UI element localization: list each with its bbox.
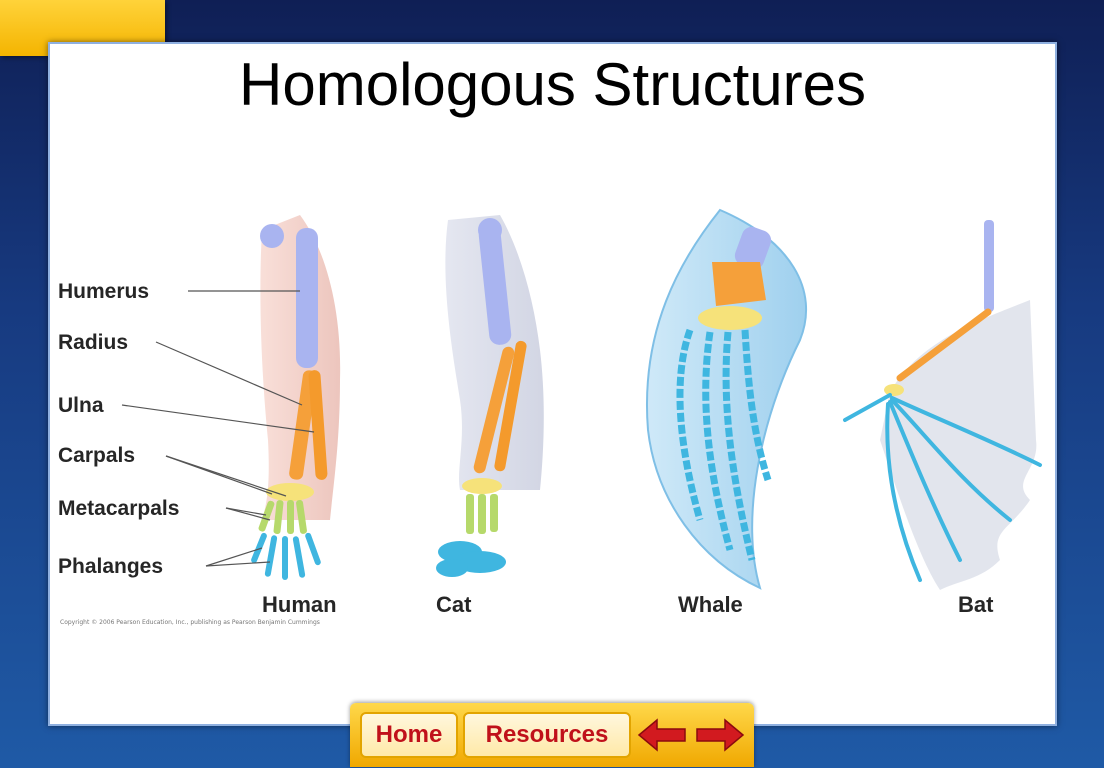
resources-button[interactable]: Resources xyxy=(463,712,631,758)
whale-flipper xyxy=(646,208,808,590)
cat-humerus xyxy=(478,225,512,345)
cat-leg xyxy=(436,215,544,577)
whale-humerus xyxy=(734,226,772,270)
human-ulna xyxy=(308,370,328,480)
cat-ulna xyxy=(494,340,527,472)
human-radius xyxy=(289,370,317,480)
whale-radius-ulna xyxy=(712,262,766,306)
left-arrow-icon[interactable] xyxy=(637,717,687,753)
copyright-text: Copyright © 2006 Pearson Education, Inc.… xyxy=(60,619,320,626)
whale-carpals xyxy=(698,306,762,330)
label-carpals: Carpals xyxy=(58,444,135,467)
bat-wing xyxy=(843,220,1042,590)
label-metacarpals: Metacarpals xyxy=(58,497,179,520)
bat-radius-ulna xyxy=(896,308,992,382)
human-arm xyxy=(251,215,341,580)
leader-lines xyxy=(121,290,315,567)
human-carpals xyxy=(266,483,314,501)
slide-panel: Homologous Structures xyxy=(48,42,1057,726)
slide-title: Homologous Structures xyxy=(239,51,866,118)
bat-phalanges xyxy=(843,393,1042,582)
label-humerus: Humerus xyxy=(58,280,149,303)
human-phalanges xyxy=(251,532,321,580)
caption-whale: Whale xyxy=(678,592,743,617)
caption-bat: Bat xyxy=(958,592,994,617)
label-ulna: Ulna xyxy=(58,394,104,417)
cat-carpals xyxy=(462,478,502,494)
cat-phalanges xyxy=(436,541,506,577)
human-metacarpals xyxy=(258,499,307,535)
label-phalanges: Phalanges xyxy=(58,555,163,578)
cat-radius xyxy=(473,346,515,474)
right-arrow-icon[interactable] xyxy=(695,717,745,753)
bat-humerus xyxy=(984,220,994,312)
cat-metacarpals xyxy=(466,494,498,534)
home-button[interactable]: Home xyxy=(360,712,458,758)
caption-cat: Cat xyxy=(436,592,472,617)
caption-human: Human xyxy=(262,592,337,617)
bat-carpals xyxy=(884,384,904,396)
whale-phalanges xyxy=(676,328,772,561)
human-humerus xyxy=(296,228,318,368)
navigation-bar: Home Resources xyxy=(350,703,754,767)
label-radius: Radius xyxy=(58,331,128,354)
